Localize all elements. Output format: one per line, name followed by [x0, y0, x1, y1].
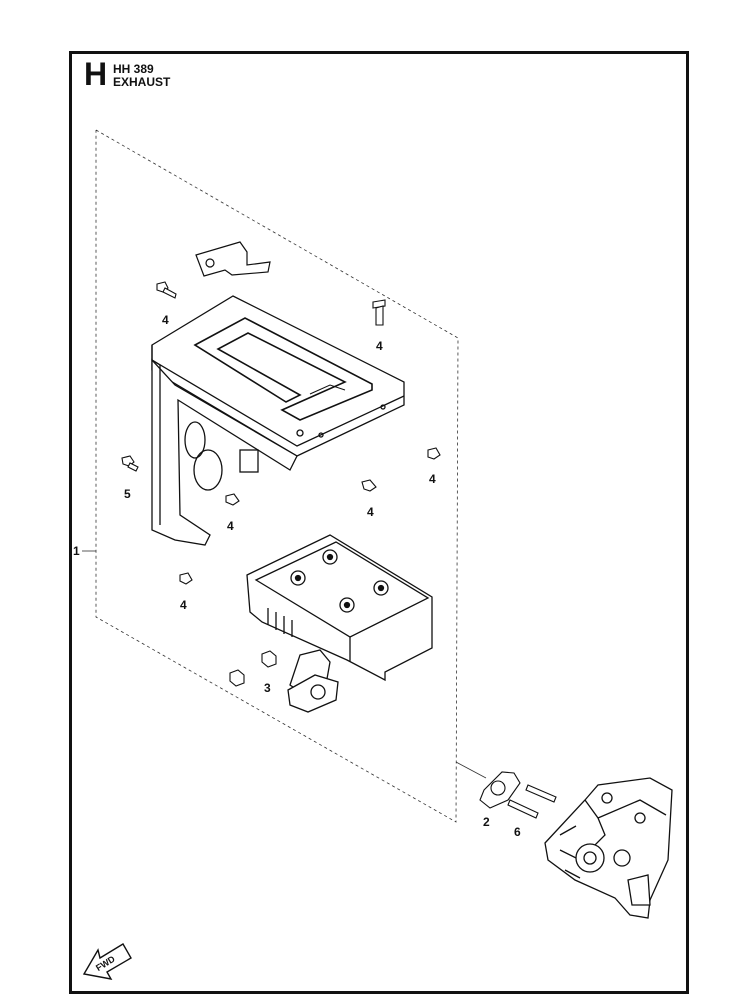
stud-icon [507, 784, 557, 819]
gasket-icon [479, 771, 521, 809]
callout-5: 5 [124, 487, 131, 501]
callout-1: 1 [73, 544, 80, 558]
heat-shield-icon [151, 295, 405, 546]
callout-3: 3 [264, 681, 271, 695]
bolt-icon [121, 281, 441, 585]
diagram-frame [69, 51, 689, 994]
fwd-arrow-icon [82, 943, 132, 980]
callout-4: 4 [367, 505, 374, 519]
callout-4: 4 [180, 598, 187, 612]
callout-4: 4 [227, 519, 234, 533]
assembly-outline [95, 129, 459, 823]
callout-4: 4 [429, 472, 436, 486]
nut-icon [229, 650, 277, 687]
group-title: EXHAUST [113, 75, 171, 89]
model-title: HH 389 [113, 62, 154, 76]
callout-2: 2 [483, 815, 490, 829]
callout-4: 4 [162, 313, 169, 327]
bracket-icon [195, 241, 271, 277]
callout-6: 6 [514, 825, 521, 839]
callout-4: 4 [376, 339, 383, 353]
engine-head-icon [544, 777, 673, 919]
leader-line [455, 761, 487, 779]
section-letter: H [84, 56, 108, 92]
muffler-icon [246, 534, 433, 713]
